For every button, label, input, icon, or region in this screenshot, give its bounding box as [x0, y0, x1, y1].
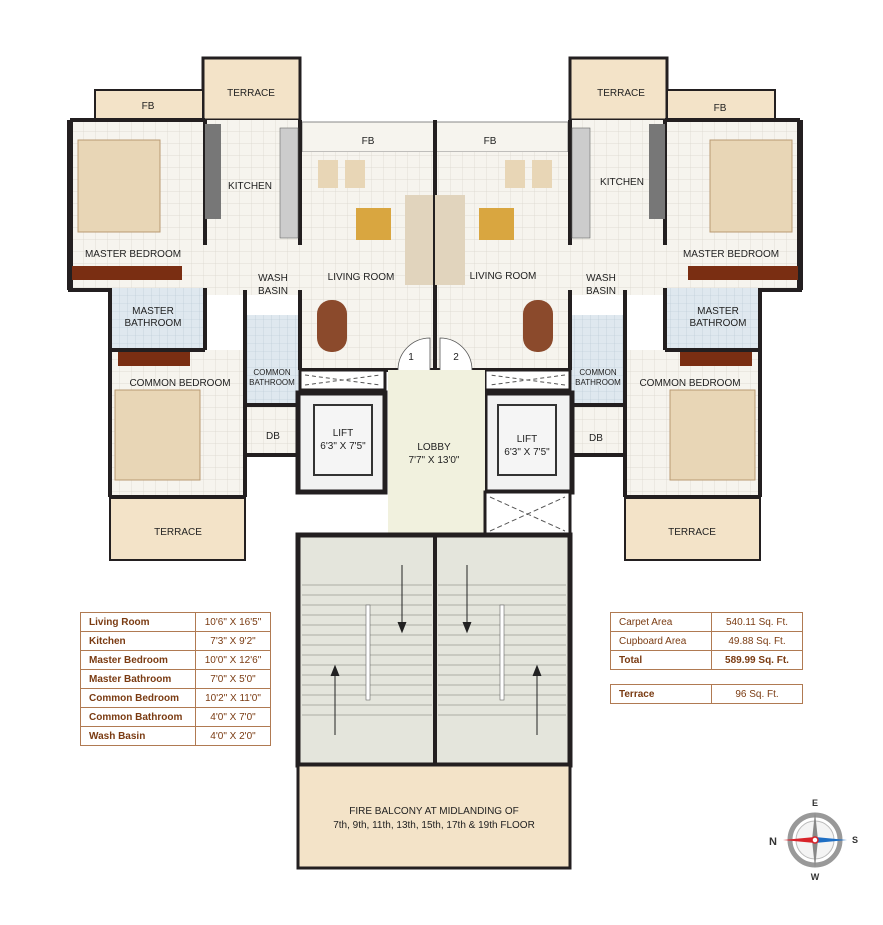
room-size: 10'2" X 11'0"	[195, 688, 271, 708]
left-unit-walls	[70, 58, 435, 560]
label-fb-living: FB	[362, 136, 375, 147]
room-size: 7'3" X 9'2"	[195, 631, 271, 651]
label-common-bath-1: COMMON	[253, 368, 291, 377]
label-fire-balcony-1: FIRE BALCONY AT MIDLANDING OF	[349, 806, 518, 817]
label-lift-size: 6'3" X 7'5"	[504, 447, 550, 458]
compass-needle-south	[815, 837, 847, 843]
compass-needle-north	[783, 837, 815, 843]
room-name: Master Bathroom	[80, 669, 196, 689]
label-lift: LIFT	[333, 428, 354, 439]
room-name: Common Bedroom	[80, 688, 196, 708]
area-label: Carpet Area	[610, 612, 712, 632]
terrace-area-label: Terrace	[610, 684, 712, 704]
label-terrace: TERRACE	[597, 88, 645, 99]
area-label: Total	[610, 650, 712, 670]
compass-east-label: E	[812, 798, 818, 808]
label-master-bath-1: MASTER	[697, 306, 739, 317]
label-master-bath-1: MASTER	[132, 306, 174, 317]
terrace-area-value: 96 Sq. Ft.	[711, 684, 803, 704]
label-common-bath-2: BATHROOM	[575, 378, 621, 387]
compass-north-label: N	[769, 836, 777, 848]
compass-south-label: S	[852, 835, 858, 845]
label-kitchen: KITCHEN	[600, 177, 644, 188]
label-fb: FB	[142, 101, 155, 112]
label-basin: BASIN	[258, 286, 288, 297]
label-fb-living: FB	[484, 136, 497, 147]
room-name: Wash Basin	[80, 726, 196, 746]
door-number: 1	[408, 352, 414, 363]
area-value: 589.99 Sq. Ft.	[711, 650, 803, 670]
label-master-bedroom: MASTER BEDROOM	[85, 249, 181, 260]
area-value: 540.11 Sq. Ft.	[711, 612, 803, 632]
door-number: 2	[453, 352, 459, 363]
label-basin: BASIN	[586, 286, 616, 297]
label-living-room: LIVING ROOM	[470, 271, 537, 282]
area-value: 49.88 Sq. Ft.	[711, 631, 803, 651]
compass-west-label: W	[811, 872, 820, 882]
table-row: Terrace 96 Sq. Ft.	[610, 684, 803, 704]
label-terrace: TERRACE	[227, 88, 275, 99]
room-size: 7'0" X 5'0"	[195, 669, 271, 689]
label-lift-size: 6'3" X 7'5"	[320, 441, 366, 452]
label-lift: LIFT	[517, 434, 538, 445]
label-lobby: LOBBY	[417, 442, 451, 453]
label-living-room: LIVING ROOM	[328, 272, 395, 283]
room-size: 10'0" X 12'6"	[195, 650, 271, 670]
label-kitchen: KITCHEN	[228, 181, 272, 192]
fire-balcony	[296, 763, 572, 870]
label-wash: WASH	[258, 273, 288, 284]
room-name: Master Bedroom	[80, 650, 196, 670]
terrace-area-table: Terrace 96 Sq. Ft.	[610, 684, 803, 704]
label-db: DB	[589, 433, 603, 444]
label-fire-balcony-2: 7th, 9th, 11th, 13th, 15th, 17th & 19th …	[333, 820, 535, 831]
room-size: 10'6" X 16'5"	[195, 612, 271, 632]
label-lobby-size: 7'7" X 13'0"	[409, 455, 460, 466]
label-fb: FB	[714, 103, 727, 114]
compass: E N S W	[769, 798, 858, 882]
room-name: Common Bathroom	[80, 707, 196, 727]
area-label: Cupboard Area	[610, 631, 712, 651]
label-terrace-bottom: TERRACE	[668, 527, 716, 538]
lobby-area	[388, 370, 485, 536]
room-name: Living Room	[80, 612, 196, 632]
label-master-bath-2: BATHROOM	[124, 318, 181, 329]
right-unit-walls	[435, 58, 800, 560]
label-common-bedroom: COMMON BEDROOM	[639, 378, 740, 389]
room-size: 4'0" X 2'0"	[195, 726, 271, 746]
label-master-bath-2: BATHROOM	[689, 318, 746, 329]
label-common-bath-2: BATHROOM	[249, 378, 295, 387]
label-wash: WASH	[586, 273, 616, 284]
room-size: 4'0" X 7'0"	[195, 707, 271, 727]
label-common-bedroom: COMMON BEDROOM	[129, 378, 230, 389]
label-db: DB	[266, 431, 280, 442]
label-terrace-bottom: TERRACE	[154, 527, 202, 538]
label-master-bedroom: MASTER BEDROOM	[683, 249, 779, 260]
label-common-bath-1: COMMON	[579, 368, 617, 377]
staircase	[295, 532, 573, 768]
room-name: Kitchen	[80, 631, 196, 651]
